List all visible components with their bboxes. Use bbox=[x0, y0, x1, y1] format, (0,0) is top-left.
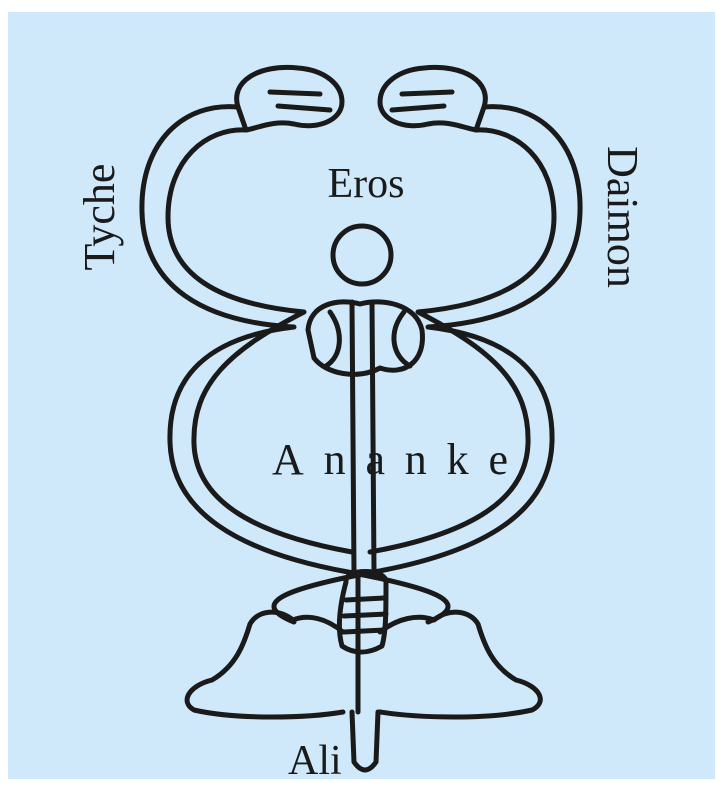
caduceus-diagram: Eros Tyche Daimon Ananke Ali bbox=[8, 12, 715, 779]
label-daimon: Daimon bbox=[598, 146, 647, 288]
staff-knob bbox=[333, 226, 391, 284]
label-ali: Ali bbox=[288, 738, 342, 779]
background bbox=[8, 12, 715, 779]
label-eros: Eros bbox=[328, 161, 405, 207]
diagram-panel: Eros Tyche Daimon Ananke Ali bbox=[8, 12, 715, 779]
label-tyche: Tyche bbox=[75, 164, 124, 271]
